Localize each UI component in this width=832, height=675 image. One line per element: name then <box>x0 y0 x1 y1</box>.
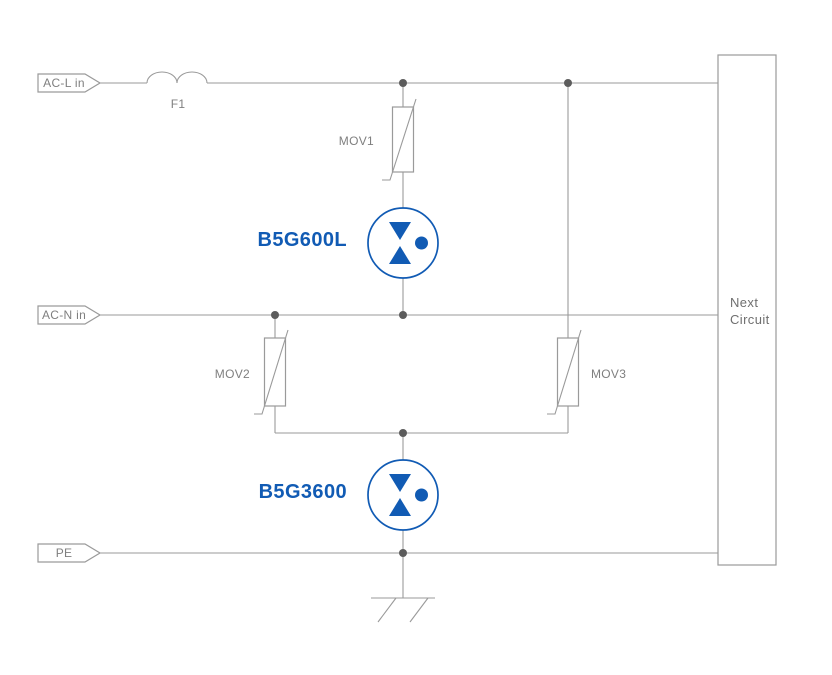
junction-dot <box>271 311 279 319</box>
mov1-varistor-icon <box>382 98 417 181</box>
gdt1-label: B5G600L <box>257 229 347 251</box>
junction-dot <box>399 549 407 557</box>
gdt1-dot-icon <box>415 236 428 250</box>
ac-n-terminal-label: AC-N in <box>42 308 86 322</box>
gdt1-triangle-up-icon <box>389 246 411 264</box>
junction-dot <box>564 79 572 87</box>
gdt2-symbol <box>367 459 439 531</box>
gdt1-triangle-down-icon <box>389 222 411 240</box>
gdt2-triangle-up-icon <box>389 498 411 516</box>
ac-n-terminal: AC-N in <box>37 305 102 325</box>
mov1-label: MOV1 <box>339 134 374 148</box>
gdt1-symbol <box>367 207 439 279</box>
gdt2-circle <box>367 459 439 531</box>
ac-l-terminal: AC-L in <box>37 73 102 93</box>
gdt2-dot-icon <box>415 488 428 502</box>
pe-terminal-label: PE <box>56 546 73 560</box>
mov2-label: MOV2 <box>215 367 250 381</box>
fuse-label: F1 <box>171 97 186 111</box>
fuse-icon <box>146 71 208 84</box>
gdt2-label: B5G3600 <box>259 481 347 503</box>
junction-dot <box>399 429 407 437</box>
earth-ground-icon <box>371 597 435 623</box>
next-circuit-box: Next Circuit <box>717 54 777 566</box>
next-circuit-label-line2: Circuit <box>730 312 770 327</box>
mov3-label: MOV3 <box>591 367 626 381</box>
junction-dot <box>399 311 407 319</box>
gdt2-triangle-down-icon <box>389 474 411 492</box>
junction-dot <box>399 79 407 87</box>
mov3-varistor-icon <box>547 329 582 415</box>
ac-l-terminal-label: AC-L in <box>43 76 85 90</box>
next-circuit-label-line1: Next <box>730 295 758 310</box>
gdt1-circle <box>367 207 439 279</box>
mov2-varistor-icon <box>254 329 289 415</box>
pe-terminal: PE <box>37 543 102 563</box>
